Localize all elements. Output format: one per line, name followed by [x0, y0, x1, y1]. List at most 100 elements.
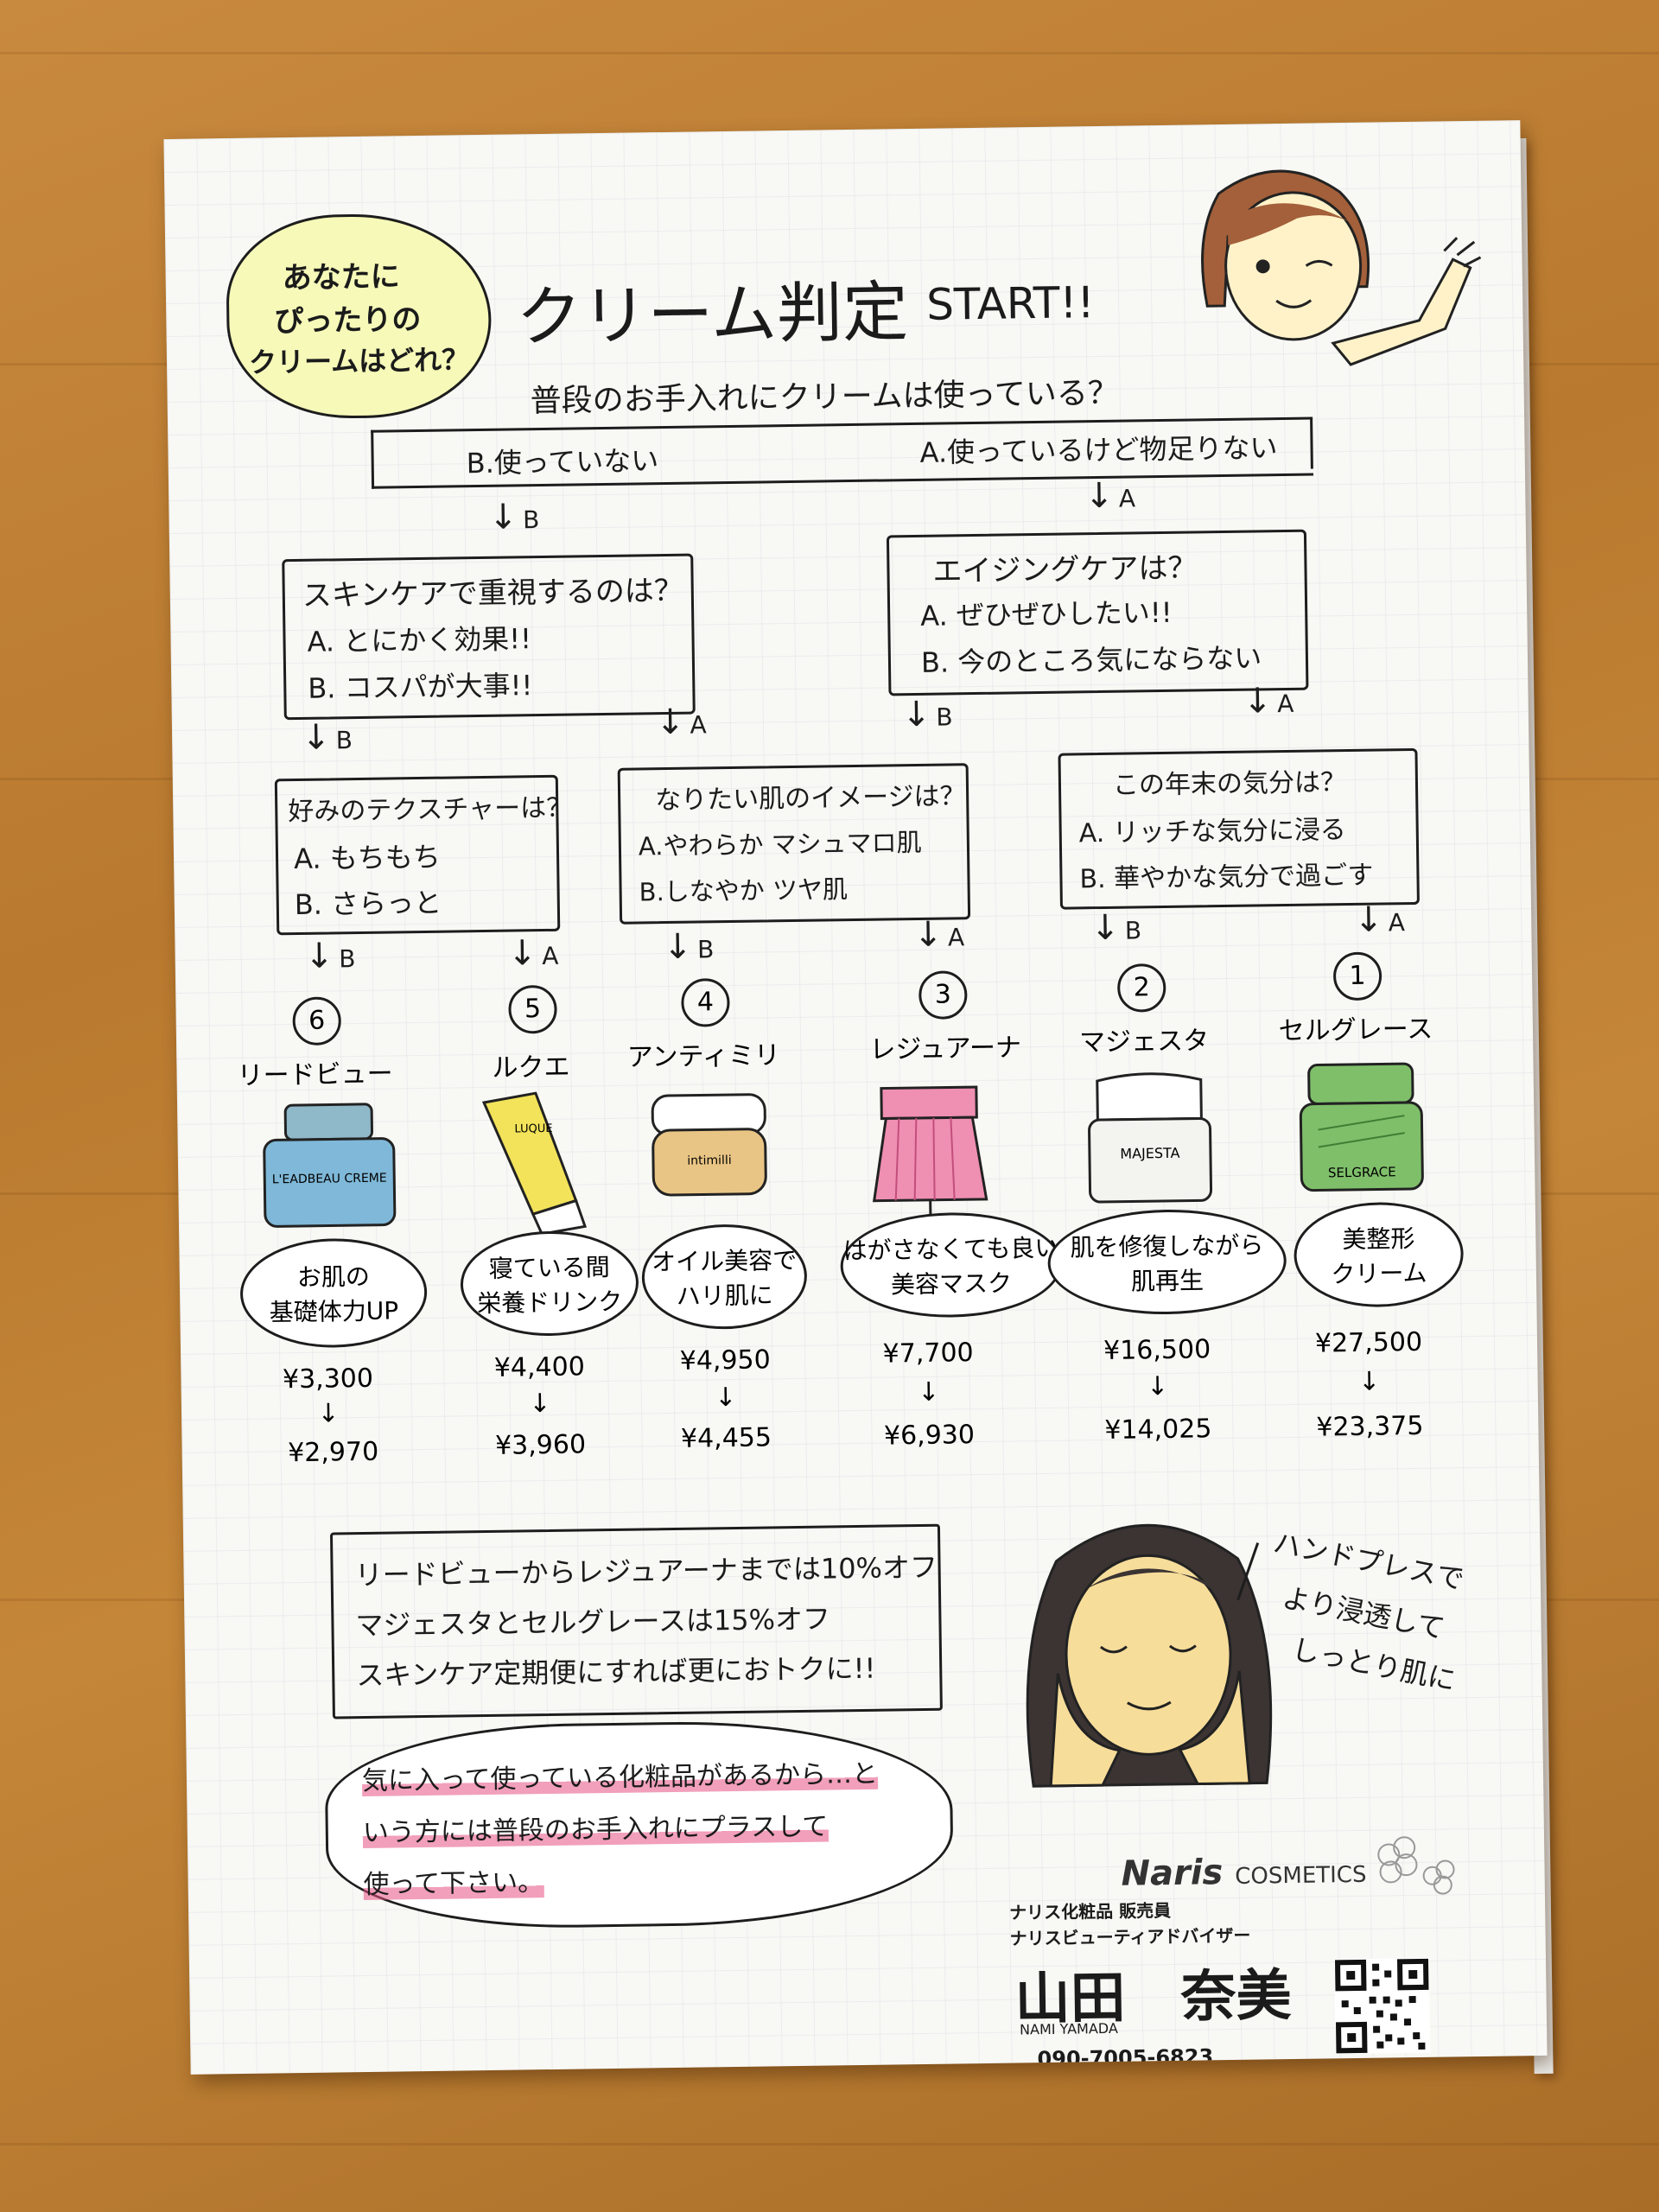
arrow-q2l-a: ↓A	[655, 702, 707, 743]
product-5-name: ルクエ	[492, 1052, 570, 1084]
product-4-jar-label: intimilli	[687, 1154, 732, 1168]
page-title: クリーム判定	[515, 273, 909, 356]
product-4-price: ¥4,950	[679, 1344, 771, 1376]
role-line: ナリスビューティアドバイザー	[1009, 1924, 1251, 1949]
arrow-q1-b: ↓B	[488, 497, 540, 537]
product-1-jar-icon: SELGRACE	[1299, 1062, 1424, 1192]
product-5-tube-label: LUQUE	[514, 1122, 552, 1136]
arrow-p6: ↓B	[304, 936, 356, 976]
arrow-p1: ↓A	[1353, 899, 1406, 940]
product-4-number: 4	[681, 978, 730, 1027]
product-4-name: アンティミリ	[626, 1040, 781, 1073]
brand-name: Naris	[1121, 1853, 1224, 1894]
qr-code-icon	[1333, 1957, 1431, 2055]
q3-skin-title: なりたい肌のイメージは？	[654, 781, 966, 817]
flyer-paper: あなたに ぴったりの クリームはどれ？ クリーム判定 START!! 普段のお手…	[163, 120, 1548, 2075]
q3-box-skin-image: なりたい肌のイメージは？ A.やわらか マシュマロ肌 B.しなやか ツヤ肌	[617, 763, 971, 925]
product-6-jar-label: L'EADBEAU CREME	[272, 1172, 387, 1187]
q3-mood-a: A. リッチな気分に浸る	[1078, 815, 1347, 849]
product-1-price: ¥27,500	[1314, 1326, 1423, 1359]
brand-suffix: COSMETICS	[1235, 1861, 1367, 1890]
product-5-number: 5	[508, 984, 557, 1034]
product-5-price: ¥4,400	[493, 1351, 586, 1383]
arrow-q2l-b: ↓B	[301, 717, 353, 758]
q2-left-b: B. コスパが大事!!	[308, 669, 533, 705]
discount-line-1: リードビューからレジュアーナまでは10%オフ	[354, 1550, 938, 1592]
advice-line-1: 気に入って使っている化粧品があるから…と	[361, 1758, 879, 1797]
product-6-jar-icon: L'EADBEAU CREME	[263, 1103, 397, 1228]
product-2-jar-icon: MAJESTA	[1088, 1072, 1213, 1204]
q2-left-box: スキンケアで重視するのは？ A. とにかく効果!! B. コスパが大事!!	[282, 553, 696, 721]
product-2-price-arrow: ↓	[1146, 1370, 1169, 1402]
product-3-price-arrow: ↓	[917, 1376, 940, 1408]
arrow-q2r-b: ↓B	[901, 694, 953, 735]
arrow-p4: ↓B	[663, 926, 715, 968]
product-4-price-arrow: ↓	[715, 1382, 737, 1414]
discount-note: リードビューからレジュアーナまでは10%オフ マジェスタとセルグレースは15%オ…	[329, 1523, 943, 1719]
q2-left-a: A. とにかく効果!!	[307, 622, 532, 658]
product-3-price: ¥7,700	[882, 1338, 974, 1370]
product-5: 5 ルクエ LUQUE 寝ている間栄養ドリンク ¥4,400 ↓ ¥3,960	[163, 120, 1520, 1461]
product-1-sale: ¥23,375	[1316, 1410, 1424, 1443]
q3-box-texture: 好みのテクスチャーは？ A. もちもち B. さらっと	[274, 774, 572, 936]
q2-right-a: A. ぜひぜひしたい!!	[919, 595, 1173, 632]
product-4-jar-icon: intimilli	[651, 1093, 767, 1197]
flower-decoration-icon	[1377, 1836, 1455, 1895]
brand-logo: Naris COSMETICS	[1121, 1851, 1366, 1894]
q2-right-title: エイジングケアは？	[932, 550, 1198, 589]
q3-texture-a: A. もちもち	[293, 840, 442, 876]
product-3-mask-icon	[872, 1085, 988, 1226]
product-1-number: 1	[1332, 951, 1382, 1001]
company-line: ナリス化粧品 販売員	[1009, 1899, 1172, 1923]
product-2: 2 マジェスタ MAJESTA 肌を修復しながら肌再生 ¥16,500 ↓ ¥1…	[163, 120, 1520, 1446]
product-3-sale: ¥6,930	[883, 1420, 976, 1452]
product-2-desc: 肌を修復しながら肌再生	[1046, 1208, 1287, 1316]
q2-left-title: スキンケアで重視するのは？	[302, 573, 684, 613]
product-1-price-arrow: ↓	[1357, 1366, 1381, 1397]
product-6-number: 6	[292, 996, 342, 1046]
arrow-p3: ↓A	[913, 914, 965, 956]
q1-option-a: A.使っているけど物足りない	[919, 431, 1278, 469]
product-3: 3 レジュアーナ はがさなくても良い美容マスク ¥7,700 ↓ ¥6,930	[163, 120, 1520, 1452]
product-4-desc: オイル美容でハリ肌に	[641, 1223, 808, 1331]
advisor-phone: 090-7005-6823	[1037, 2044, 1214, 2072]
arrow-p2: ↓B	[1090, 907, 1142, 949]
arrow-p5: ↓A	[507, 933, 559, 974]
product-6: 6 リードビュー L'EADBEAU CREME お肌の基礎体力UP ¥3,30…	[163, 120, 1520, 1468]
product-1-jar-label: SELGRACE	[1328, 1164, 1396, 1180]
product-6-sale: ¥2,970	[287, 1436, 379, 1469]
q3-texture-title: 好みのテクスチャーは？	[288, 792, 573, 828]
product-6-desc: お肌の基礎体力UP	[239, 1236, 428, 1349]
product-1: 1 セルグレース SELGRACE 美整形クリーム ¥27,500 ↓ ¥23,…	[163, 120, 1520, 1443]
q1-bracket-right	[1310, 416, 1313, 469]
q3-skin-b: B.しなやか ツヤ肌	[639, 874, 849, 907]
q3-texture-b: B. さらっと	[294, 886, 442, 922]
arrow-q1-a: ↓A	[1084, 475, 1136, 517]
advice-line-2: いう方には普段のお手入れにプラスして	[362, 1811, 829, 1849]
product-6-price-arrow: ↓	[317, 1398, 340, 1429]
winking-girl-illustration	[1201, 169, 1482, 366]
discount-line-3: スキンケア定期便にすれば更におトクに!!	[356, 1651, 876, 1693]
advisor-name-romaji: NAMI YAMADA	[1019, 2019, 1118, 2038]
q3-mood-title: この年末の気分は？	[1112, 767, 1347, 801]
product-5-tube-icon: LUQUE	[481, 1091, 588, 1236]
product-3-number: 3	[918, 970, 968, 1020]
page-title-start: START!!	[925, 277, 1095, 330]
product-6-name: リードビュー	[237, 1058, 393, 1091]
advice-cloud: 気に入って使っている化粧品があるから…と いう方には普段のお手入れにプラスして …	[324, 1718, 955, 1931]
cloud-line-1: あなたに	[282, 259, 400, 296]
q2-right-b: B. 今のところ気にならない	[920, 641, 1262, 679]
q3-mood-b: B. 華やかな気分で過ごす	[1079, 860, 1374, 895]
product-2-number: 2	[1116, 963, 1166, 1013]
product-5-price-arrow: ↓	[529, 1388, 551, 1420]
product-4: 4 アンティミリ intimilli オイル美容でハリ肌に ¥4,950 ↓ ¥…	[163, 120, 1520, 1454]
product-5-sale: ¥3,960	[494, 1429, 587, 1461]
product-4-sale: ¥4,455	[680, 1422, 772, 1454]
girl-hand-press-illustration	[1026, 1523, 1273, 1788]
q1-question: 普段のお手入れにクリームは使っている？	[530, 375, 1120, 420]
q3-skin-a: A.やわらか マシュマロ肌	[638, 827, 922, 861]
advice-line-3: 使って下さい。	[363, 1867, 544, 1901]
arrow-q2r-a: ↓A	[1243, 681, 1294, 721]
discount-line-2: マジェスタとセルグレースは15%オフ	[355, 1602, 831, 1643]
product-1-desc: 美整形クリーム	[1293, 1201, 1465, 1308]
